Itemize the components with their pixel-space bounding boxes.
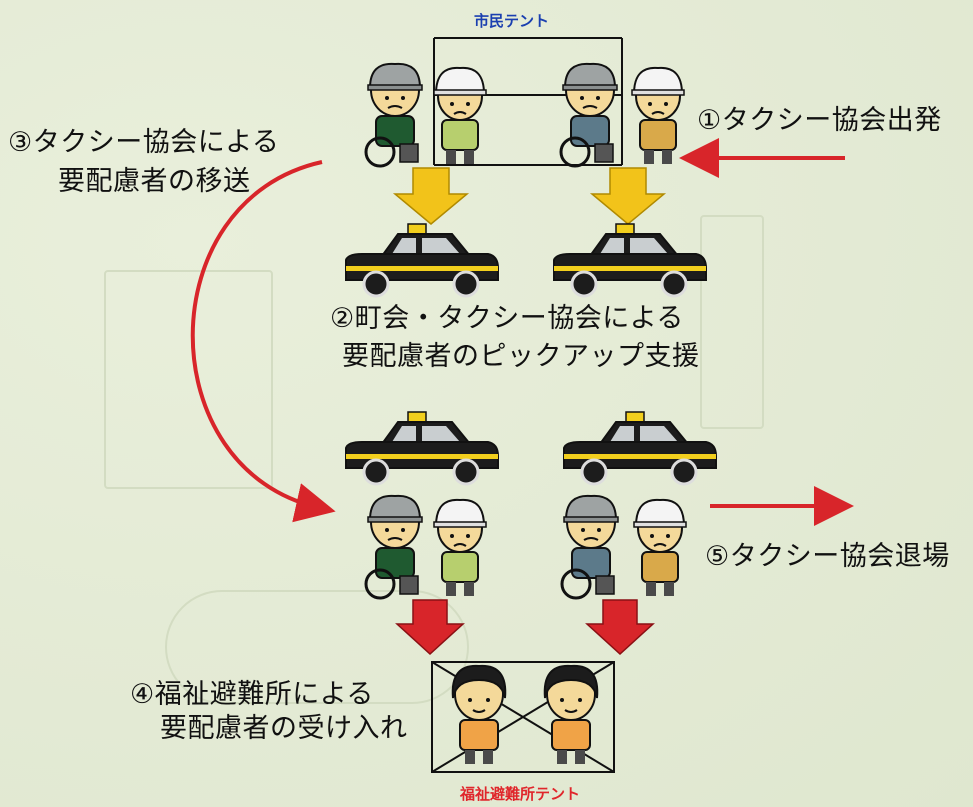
welfare-tent-label: 福祉避難所テント <box>460 785 581 803</box>
yellow-down-arrow-icon <box>589 167 667 225</box>
step-3-label-line2: 要配慮者の移送 <box>58 166 251 197</box>
step-5-label: ⑤タクシー協会退場 <box>705 541 950 572</box>
taxi-icon <box>563 411 717 486</box>
wheelchair-person-icon <box>364 62 423 168</box>
helper-person-icon <box>631 66 685 164</box>
red-down-arrow-icon <box>395 599 465 656</box>
step-3-label-line1: ③タクシー協会による <box>8 127 280 158</box>
step-4-label-line2: 要配慮者の受け入れ <box>160 713 408 744</box>
arrow-transfer-curve <box>190 160 336 523</box>
helper-person-icon <box>433 498 487 596</box>
bg-panel-left <box>104 270 273 489</box>
wheelchair-person-icon <box>560 494 619 600</box>
step-1-label: ①タクシー協会出発 <box>697 105 942 136</box>
red-down-arrow-icon <box>585 599 655 656</box>
bg-panel-bottom <box>165 590 469 704</box>
bg-panel-right <box>700 215 764 429</box>
shelter-staff-icon <box>451 664 507 764</box>
taxi-icon <box>553 223 707 298</box>
taxi-icon <box>345 411 499 486</box>
step-4-label-line1: ④福祉避難所による <box>130 679 374 710</box>
step-2-label-line2: 要配慮者のピックアップ支援 <box>342 341 700 372</box>
helper-person-icon <box>633 498 687 596</box>
wheelchair-person-icon <box>559 62 618 168</box>
shelter-staff-icon <box>543 664 599 764</box>
yellow-down-arrow-icon <box>392 167 470 225</box>
taxi-icon <box>345 223 499 298</box>
step-2-label-line1: ②町会・タクシー協会による <box>330 303 684 334</box>
civic-tent-label: 市民テント <box>474 12 550 30</box>
wheelchair-person-icon <box>364 494 423 600</box>
helper-person-icon <box>433 66 487 164</box>
